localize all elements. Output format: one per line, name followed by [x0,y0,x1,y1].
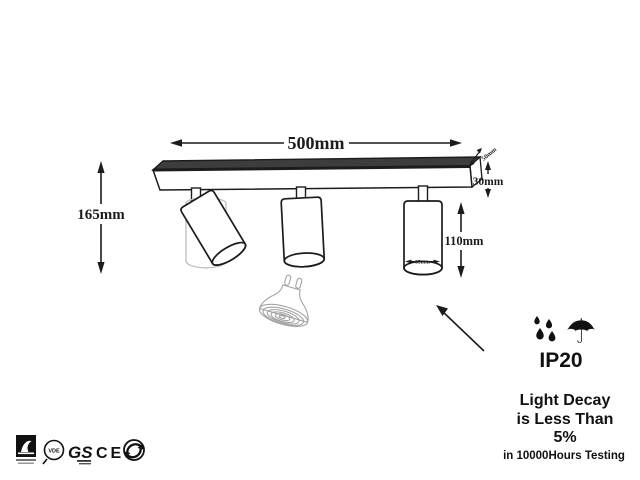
dimension-spot-height: 110mm [445,202,484,278]
disposal-mark-icon [16,435,36,464]
dim-spot-height-label: 110mm [445,234,484,248]
dim-spot-diameter-label: 55mm [415,260,430,266]
spot-3 [403,200,443,276]
dimension-bar-height: 30mm [473,161,504,198]
certification-icons: VDE GS CE [16,435,145,465]
arrowhead-right [450,139,462,147]
dim-depth-label: 50mm [480,146,498,163]
arrowhead-left [170,139,182,147]
gs-label: GS [68,443,93,462]
dim-width-label: 500mm [288,133,345,153]
light-decay-line3: 5% [553,429,576,446]
spot-3-rim [403,260,443,276]
ce-mark-icon: CE [96,445,124,462]
green-dot-icon [123,439,145,461]
dimension-spot-diameter: 55mm [405,260,440,266]
spot-1-rim [211,241,247,266]
dim-bar-height-label: 30mm [473,176,504,188]
light-decay-block: Light Decay is Less Than 5% in 10000Hour… [503,392,625,462]
gu10-bulb-sketch [258,274,309,327]
water-drops-icon [534,316,556,342]
vde-label: VDE [48,449,60,455]
dimension-bar-depth: 50mm [469,146,499,166]
dimension-bar-width: 500mm [170,133,462,153]
dim-total-height-label: 165mm [77,207,125,223]
light-decay-line1: Light Decay [520,392,611,409]
ip-rating-label: IP20 [539,349,582,372]
spot-1 [180,189,247,266]
gs-mark-icon: GS [68,443,93,465]
spot-2-rim [283,252,326,268]
light-decay-subline: in 10000Hours Testing [503,450,625,462]
vde-mark-icon: VDE [42,439,65,465]
dimension-total-height: 165mm [77,161,125,274]
umbrella-icon: ☂ [566,312,596,352]
spot-2 [280,196,326,268]
stem-3 [417,185,429,203]
mounting-bar [151,155,483,191]
pointer-arrow [436,305,485,352]
ip-rating-block: ☂ IP20 [534,312,596,372]
light-decay-line2: is Less Than [517,411,614,428]
